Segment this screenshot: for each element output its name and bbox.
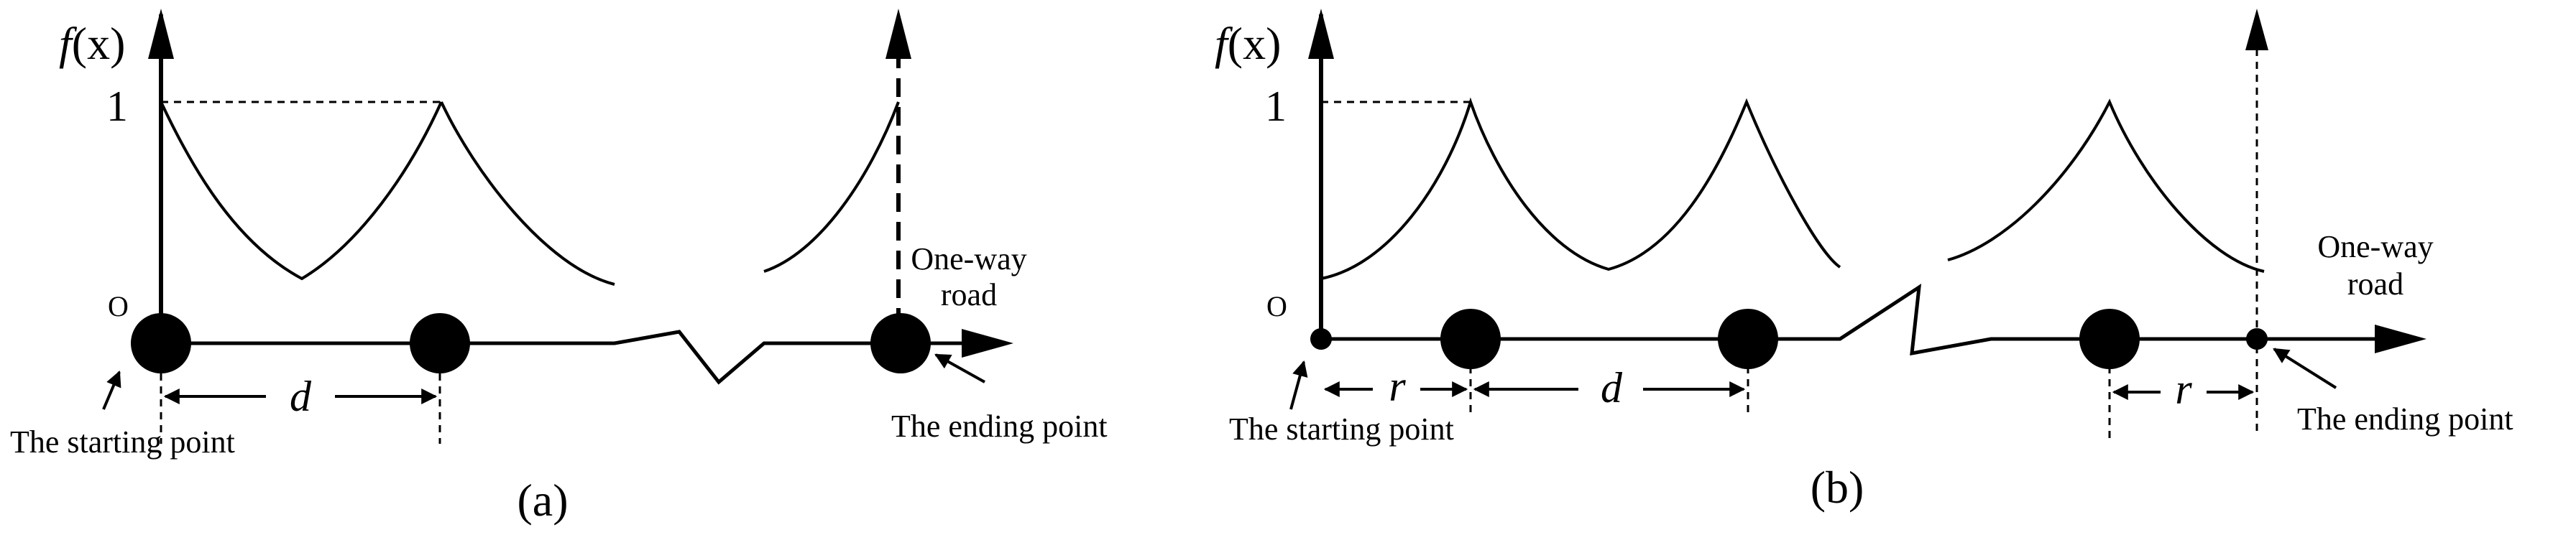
- road-arrowhead-b: [2375, 325, 2426, 353]
- node-4-b: [2079, 309, 2140, 369]
- y-axis-arrowhead-b: [1308, 9, 1334, 59]
- caption-a: (a): [517, 475, 568, 526]
- tick-label-one-b: 1: [1265, 83, 1287, 130]
- road-arrowhead-a: [962, 329, 1013, 358]
- spacing-label-b: d: [1601, 364, 1623, 411]
- node-end-b: [2246, 328, 2268, 350]
- road-label-line2-b: road: [2347, 266, 2404, 302]
- coverage-curve-left-a: [160, 101, 443, 281]
- coverage-curve-2-b: [1947, 98, 2265, 273]
- origin-label-b: O: [1266, 290, 1287, 322]
- road-label-line1-a: One-way: [911, 241, 1026, 276]
- end-vertical-arrowhead-a: [886, 9, 911, 59]
- road-a: [161, 330, 1005, 385]
- start-pointer-b: [1289, 360, 1308, 410]
- node-start-a: [131, 313, 191, 373]
- offset-start-label-b: r: [1389, 363, 1406, 410]
- origin-label-a: O: [108, 290, 129, 322]
- offset-end-label-b: r: [2175, 366, 2192, 413]
- road-label-line2-a: road: [941, 277, 997, 312]
- start-label-a: The starting point: [10, 424, 235, 460]
- y-axis-label-b: f(x): [1215, 18, 1281, 69]
- start-label-b: The starting point: [1229, 411, 1454, 447]
- start-pointer-a: [102, 370, 121, 410]
- y-axis-arrowhead-a: [148, 9, 174, 59]
- end-vertical-arrowhead-b: [2245, 9, 2268, 50]
- coverage-curve-1-b: [1320, 97, 1841, 280]
- panel-a: f(x) 1 O One-way road d The starting poi…: [10, 9, 1108, 526]
- end-label-b: The ending point: [2297, 401, 2513, 437]
- node-3-b: [1718, 309, 1778, 369]
- node-2-a: [410, 313, 470, 373]
- node-2-b: [1440, 309, 1501, 369]
- road-label-line1-b: One-way: [2317, 229, 2433, 264]
- end-pointer-a: [934, 353, 985, 383]
- spacing-label-a: d: [290, 373, 312, 420]
- panel-b: f(x) 1 O One-way road r d: [1215, 9, 2513, 513]
- coverage-curve-mid-a: [440, 101, 615, 286]
- y-axis-label-a: f(x): [59, 18, 125, 69]
- tick-label-one-a: 1: [106, 83, 128, 130]
- caption-b: (b): [1811, 462, 1864, 513]
- end-label-a: The ending point: [891, 409, 1108, 444]
- end-pointer-b: [2273, 348, 2337, 389]
- node-start-b: [1310, 328, 1332, 350]
- node-end-a: [870, 313, 931, 373]
- coverage-curve-right-a: [763, 101, 900, 273]
